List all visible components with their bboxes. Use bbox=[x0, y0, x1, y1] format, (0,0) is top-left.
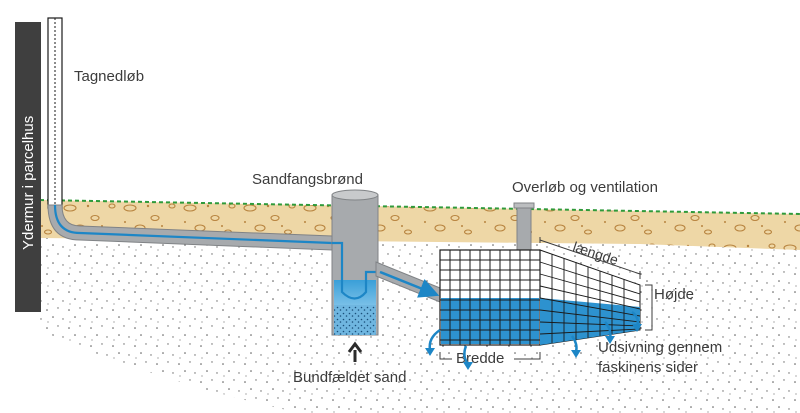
faskine-crate bbox=[439, 249, 641, 346]
sand-trap-well-top bbox=[331, 189, 379, 201]
grass-line bbox=[39, 199, 800, 215]
house-wall bbox=[15, 22, 41, 312]
overflow-ventilation-label: Overløb og ventilation bbox=[512, 179, 658, 196]
settled-sand-label: Bundfældet sand bbox=[293, 369, 406, 386]
crate-side-grid bbox=[539, 254, 641, 343]
subsoil bbox=[40, 238, 800, 413]
downpipe-label: Tagnedløb bbox=[74, 68, 144, 85]
well-dip-pipe bbox=[332, 241, 376, 300]
seepage-label-line2: faskinens sider bbox=[598, 359, 698, 376]
sand-trap-well-label: Sandfangsbrønd bbox=[252, 171, 363, 188]
wall-label: Ydermur i parcelhus bbox=[20, 116, 37, 250]
settled-sand-layer bbox=[334, 305, 376, 335]
seepage-arrowheads bbox=[425, 324, 642, 370]
height-dimension bbox=[645, 284, 653, 331]
overflow-cap bbox=[513, 202, 535, 209]
up-arrow-icon bbox=[347, 341, 363, 362]
height-label: Højde bbox=[654, 286, 694, 303]
length-dimension bbox=[539, 237, 641, 279]
crate-front-grid bbox=[440, 250, 540, 345]
seepage-label-line1: Udsivning gennem bbox=[598, 339, 722, 356]
overflow-ventilation-pipe bbox=[516, 204, 532, 254]
crate-side-water bbox=[540, 298, 640, 345]
flow-arrow-icon bbox=[379, 270, 440, 298]
inlet-pipe-water bbox=[53, 204, 333, 245]
